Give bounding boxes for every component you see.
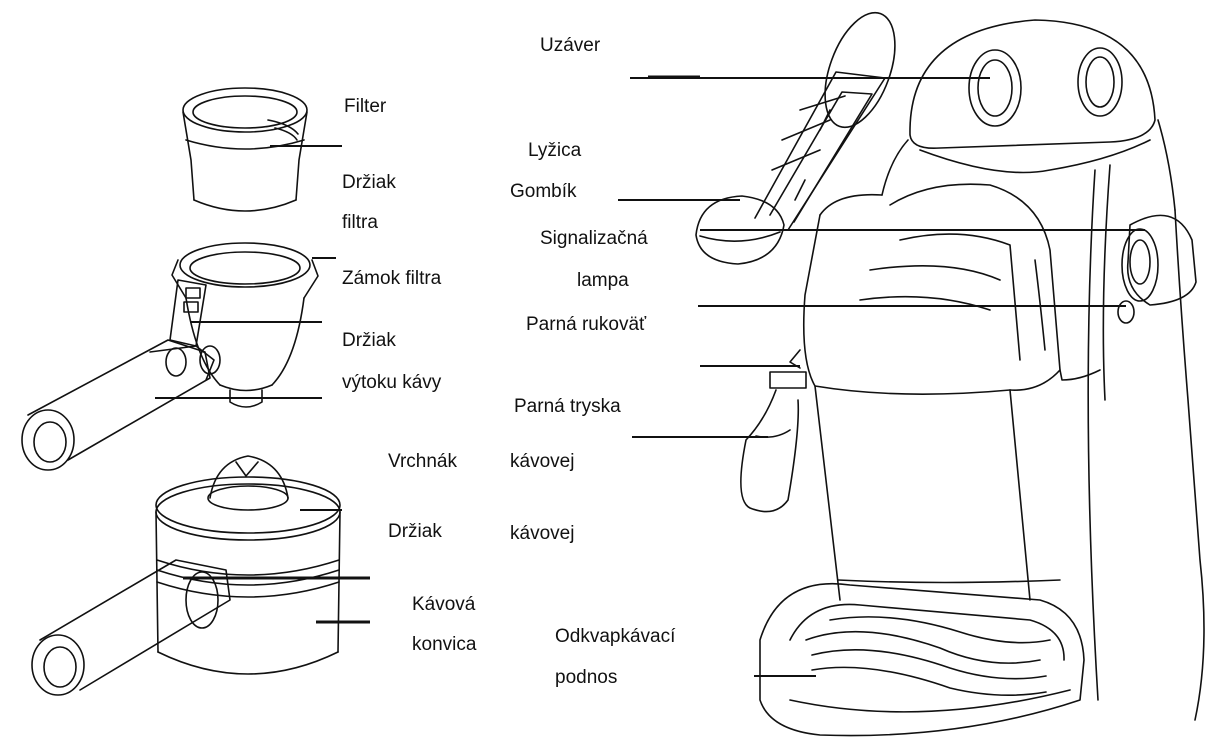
label-drziak-vytoku-line1: Držiak [342,330,396,352]
label-lampa: lampa [577,270,629,292]
label-drziak-vytoku-line2: výtoku kávy [342,372,441,394]
label-vrchnak: Vrchnák [388,451,457,473]
label-odkvapkavaci: Odkvapkávací [555,626,675,648]
label-kavovej-1: kávovej [510,451,574,473]
label-konvica: konvica [412,634,476,656]
label-drziak-filtra-line1: Držiak [342,172,396,194]
label-kavovej-2: kávovej [510,523,574,545]
label-lyzica: Lyžica [528,140,581,162]
filter-basket-illustration [183,88,307,211]
label-podnos: podnos [555,667,617,689]
label-signalizacna: Signalizačná [540,228,648,250]
label-zamok-filtra: Zámok filtra [342,268,441,290]
label-kavova: Kávová [412,594,475,616]
label-filter: Filter [344,96,386,118]
coffee-carafe-illustration [32,456,340,695]
label-drziak-filtra-line2: filtra [342,212,378,234]
label-uzaver: Uzáver [540,35,600,57]
leader-lines [155,77,1145,676]
label-gombik: Gombík [510,181,577,203]
measuring-spoon-illustration [696,3,909,264]
filter-holder-illustration [22,243,318,470]
label-parna-rukovat: Parná rukoväť [526,314,646,336]
label-parna-tryska: Parná tryska [514,396,621,418]
label-drziak-kavovej: Držiak [388,521,442,543]
